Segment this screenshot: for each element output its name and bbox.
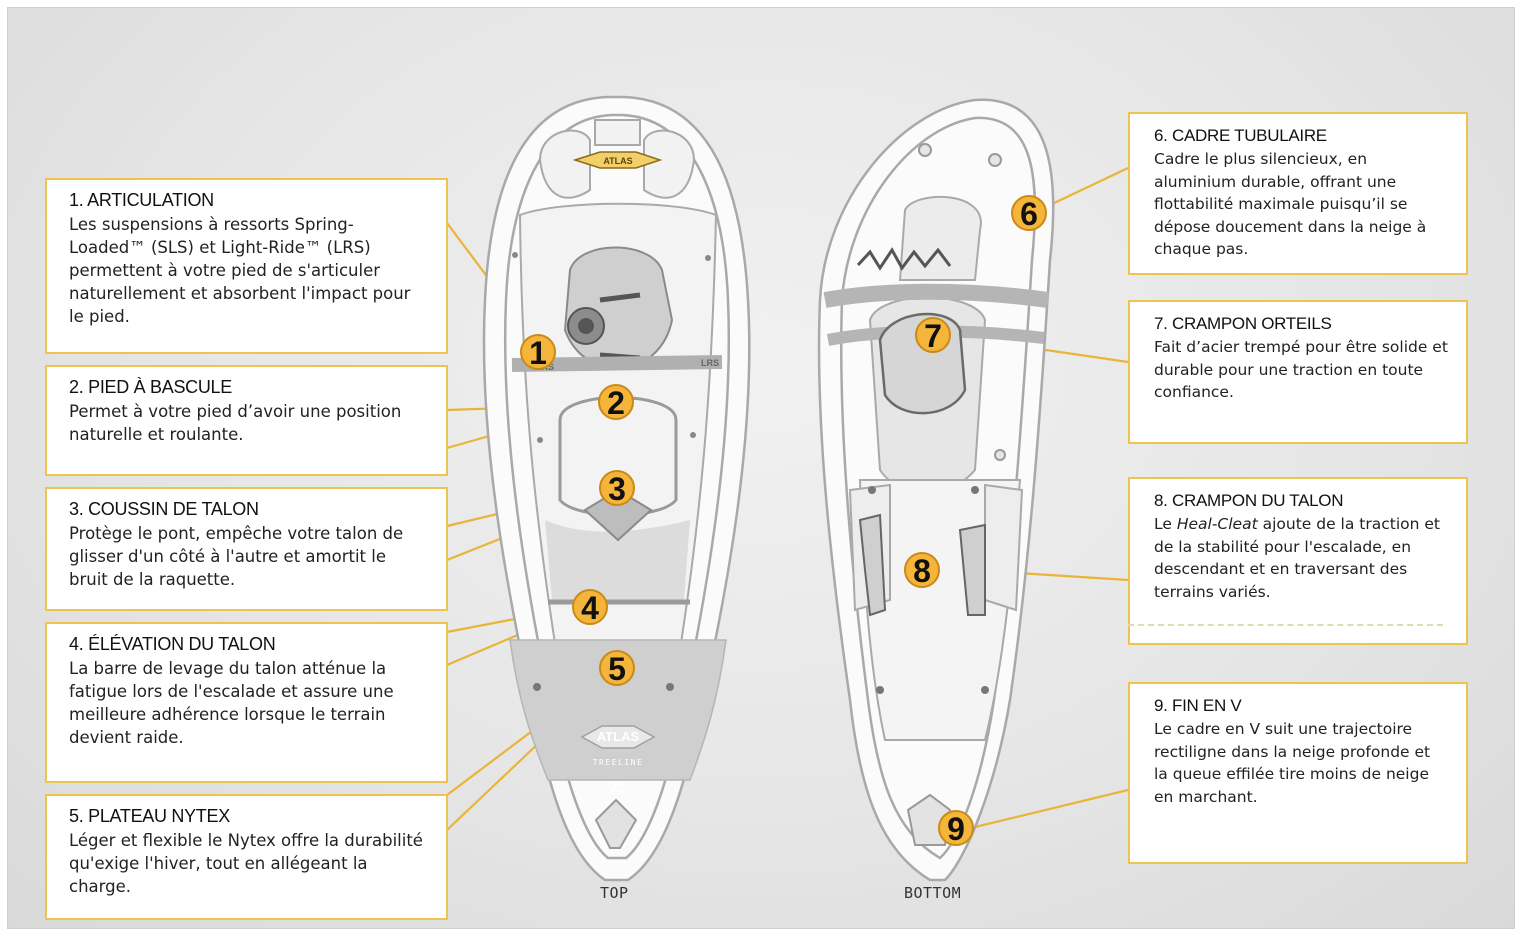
callout-text: Le Heal-Cleat ajoute de la traction et d… (1154, 513, 1448, 603)
callout-title: 7. CRAMPON ORTEILS (1154, 314, 1448, 334)
marker-label-8: 8 (913, 553, 931, 589)
top-model-text: TREELINE (593, 758, 644, 767)
callout-text: Fait d’acier trempé pour être solide et … (1154, 336, 1448, 404)
callout-fin-en-v: 9. FIN EN V Le cadre en V suit une traje… (1128, 682, 1468, 864)
marker-label-1: 1 (529, 335, 547, 371)
callout-text-before: Le (1154, 515, 1177, 533)
leader-line-6 (1050, 168, 1128, 205)
callout-plateau-nytex: 5. PLATEAU NYTEX Léger et flexible le Ny… (45, 794, 448, 920)
top-toe-cutout-center (595, 120, 640, 145)
marker-label-9: 9 (947, 811, 965, 847)
callout-title: 2. PIED À BASCULE (69, 377, 426, 398)
callout-crampon-orteils: 7. CRAMPON ORTEILS Fait d’acier trempé p… (1128, 300, 1468, 444)
marker-label-7: 7 (924, 318, 942, 354)
marker-label-2: 2 (607, 385, 625, 421)
callout-text: Le cadre en V suit une trajectoire recti… (1154, 718, 1448, 808)
callout-text-italic: Heal-Cleat (1177, 515, 1258, 533)
callout-title: 9. FIN EN V (1154, 696, 1448, 716)
marker-label-5: 5 (608, 651, 626, 687)
callout-crampon-du-talon: 8. CRAMPON DU TALON Le Heal-Cleat ajoute… (1128, 477, 1468, 645)
view-label-bottom: BOTTOM (904, 884, 961, 902)
marker-label-3: 3 (608, 471, 626, 507)
marker-label-4: 4 (581, 590, 599, 626)
leader-line-9 (975, 790, 1128, 827)
callout-text: Permet à votre pied d’avoir une position… (69, 400, 426, 446)
callout-pied-a-bascule: 2. PIED À BASCULE Permet à votre pied d’… (45, 365, 448, 476)
top-logo-text: ATLAS (603, 156, 632, 166)
callout-articulation: 1. ARTICULATION Les suspensions à ressor… (45, 178, 448, 354)
callout-elevation-du-talon: 4. ÉLÉVATION DU TALON La barre de levage… (45, 622, 448, 783)
top-plate-logo-text: ATLAS (597, 729, 640, 744)
callout-title: 8. CRAMPON DU TALON (1154, 491, 1448, 511)
view-label-top: TOP (600, 884, 629, 902)
callout-title: 1. ARTICULATION (69, 190, 426, 211)
callout-title: 4. ÉLÉVATION DU TALON (69, 634, 426, 655)
callout-title: 5. PLATEAU NYTEX (69, 806, 426, 827)
bottom-crossbar (825, 292, 1048, 300)
callout-title: 6. CADRE TUBULAIRE (1154, 126, 1448, 146)
callout-title: 3. COUSSIN DE TALON (69, 499, 426, 520)
marker-label-6: 6 (1020, 196, 1038, 232)
callout-text: Les suspensions à ressorts Spring-Loaded… (69, 213, 426, 328)
callout-text: Cadre le plus silencieux, en aluminium d… (1154, 148, 1448, 261)
callout-coussin-de-talon: 3. COUSSIN DE TALON Protège le pont, emp… (45, 487, 448, 611)
callout-text: Protège le pont, empêche votre talon de … (69, 522, 426, 591)
callout-text: Léger et flexible le Nytex offre la dura… (69, 829, 426, 898)
top-badge-right: LRS (701, 358, 719, 368)
callout-text: La barre de levage du talon atténue la f… (69, 657, 426, 749)
callout-cadre-tubulaire: 6. CADRE TUBULAIRE Cadre le plus silenci… (1128, 112, 1468, 275)
bottom-side-plate-right (985, 485, 1022, 610)
top-size-text: 25 (610, 780, 627, 796)
dashed-divider (1128, 624, 1443, 626)
bottom-toe-cutout (900, 197, 981, 280)
